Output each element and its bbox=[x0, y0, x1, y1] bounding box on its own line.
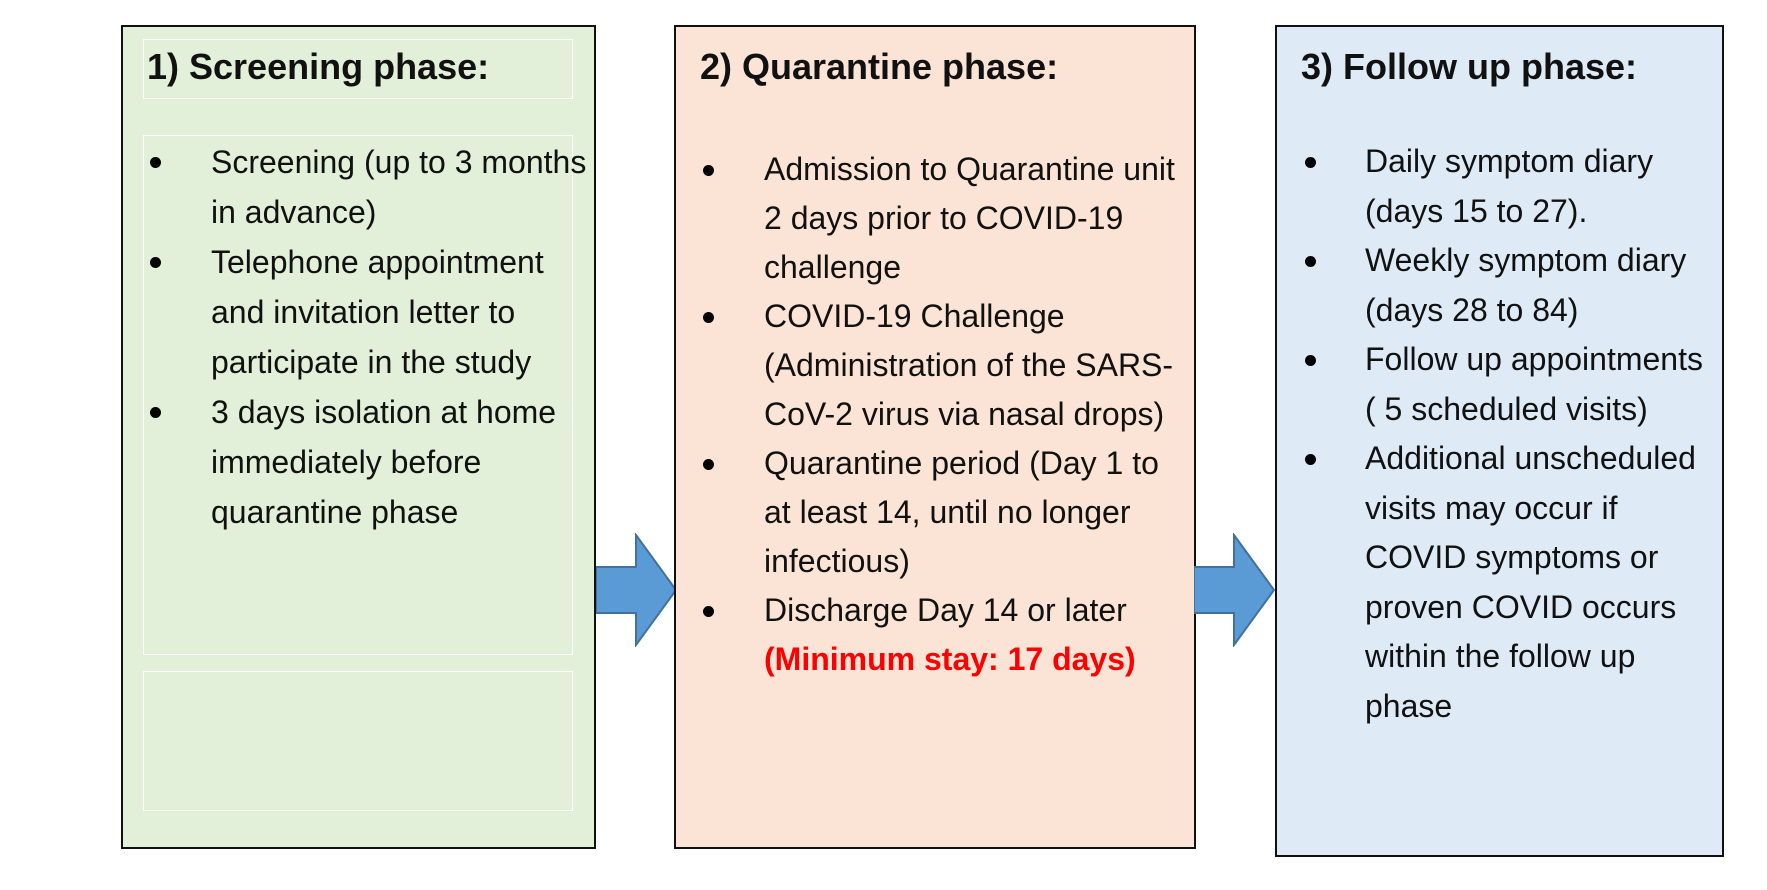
screening-phase-list: Screening (up to 3 months in advance) Te… bbox=[123, 137, 593, 537]
list-item: Weekly symptom diary (days 28 to 84) bbox=[1277, 236, 1722, 335]
screening-phase-box: 1) Screening phase: Screening (up to 3 m… bbox=[121, 25, 596, 849]
list-item-text: 3 days isolation at home immediately bef… bbox=[211, 394, 557, 530]
list-item: Screening (up to 3 months in advance) bbox=[123, 137, 593, 237]
quarantine-phase-title: 2) Quarantine phase: bbox=[700, 46, 1059, 87]
bullet-icon bbox=[703, 459, 714, 470]
list-item-text: Daily symptom diary (days 15 to 27). bbox=[1365, 143, 1654, 229]
quarantine-phase-box: 2) Quarantine phase: Admission to Quaran… bbox=[674, 25, 1196, 849]
list-item: Telephone appointment and invitation let… bbox=[123, 237, 593, 387]
list-item-text: Telephone appointment and invitation let… bbox=[211, 244, 544, 380]
screening-phase-title: 1) Screening phase: bbox=[147, 46, 490, 87]
list-item: Admission to Quarantine unit 2 days prio… bbox=[676, 145, 1194, 292]
arrow-shape bbox=[596, 533, 678, 647]
list-item: COVID-19 Challenge (Administration of th… bbox=[676, 292, 1194, 439]
list-item-text: Additional unscheduled visits may occur … bbox=[1365, 440, 1696, 724]
bullet-icon bbox=[1305, 355, 1316, 366]
list-item-text: Screening (up to 3 months in advance) bbox=[211, 144, 587, 230]
list-item: Discharge Day 14 or later (Minimum stay:… bbox=[676, 586, 1194, 684]
list-item: Quarantine period (Day 1 to at least 14,… bbox=[676, 439, 1194, 586]
guide-rect bbox=[143, 135, 573, 655]
list-item-text: COVID-19 Challenge (Administration of th… bbox=[764, 298, 1174, 432]
list-item-text: Quarantine period (Day 1 to at least 14,… bbox=[764, 445, 1159, 579]
bullet-icon bbox=[1305, 454, 1316, 465]
bullet-icon bbox=[150, 157, 161, 168]
list-item: Additional unscheduled visits may occur … bbox=[1277, 434, 1722, 731]
bullet-icon bbox=[703, 606, 714, 617]
list-item-text: Discharge Day 14 or later bbox=[764, 592, 1127, 628]
follow-up-phase-list: Daily symptom diary (days 15 to 27). Wee… bbox=[1277, 137, 1722, 731]
bullet-icon bbox=[703, 165, 714, 176]
arrow-shape bbox=[1194, 533, 1276, 647]
bullet-icon bbox=[1305, 256, 1316, 267]
arrow-right-icon bbox=[596, 533, 678, 647]
bullet-icon bbox=[150, 257, 161, 268]
bullet-icon bbox=[1305, 157, 1316, 168]
guide-rect bbox=[143, 39, 573, 99]
list-item: Follow up appointments ( 5 scheduled vis… bbox=[1277, 335, 1722, 434]
quarantine-phase-list: Admission to Quarantine unit 2 days prio… bbox=[676, 145, 1194, 684]
list-item-text: Weekly symptom diary (days 28 to 84) bbox=[1365, 242, 1687, 328]
follow-up-phase-box: 3) Follow up phase: Daily symptom diary … bbox=[1275, 25, 1724, 857]
bullet-icon bbox=[150, 407, 161, 418]
list-item: 3 days isolation at home immediately bef… bbox=[123, 387, 593, 537]
list-item-text: Admission to Quarantine unit 2 days prio… bbox=[764, 151, 1175, 285]
minimum-stay-note: (Minimum stay: 17 days) bbox=[764, 641, 1136, 677]
arrow-right-icon bbox=[1194, 533, 1276, 647]
guide-rect bbox=[143, 671, 573, 811]
list-item: Daily symptom diary (days 15 to 27). bbox=[1277, 137, 1722, 236]
follow-up-phase-title: 3) Follow up phase: bbox=[1301, 46, 1638, 87]
list-item-text: Follow up appointments ( 5 scheduled vis… bbox=[1365, 341, 1703, 427]
bullet-icon bbox=[703, 312, 714, 323]
